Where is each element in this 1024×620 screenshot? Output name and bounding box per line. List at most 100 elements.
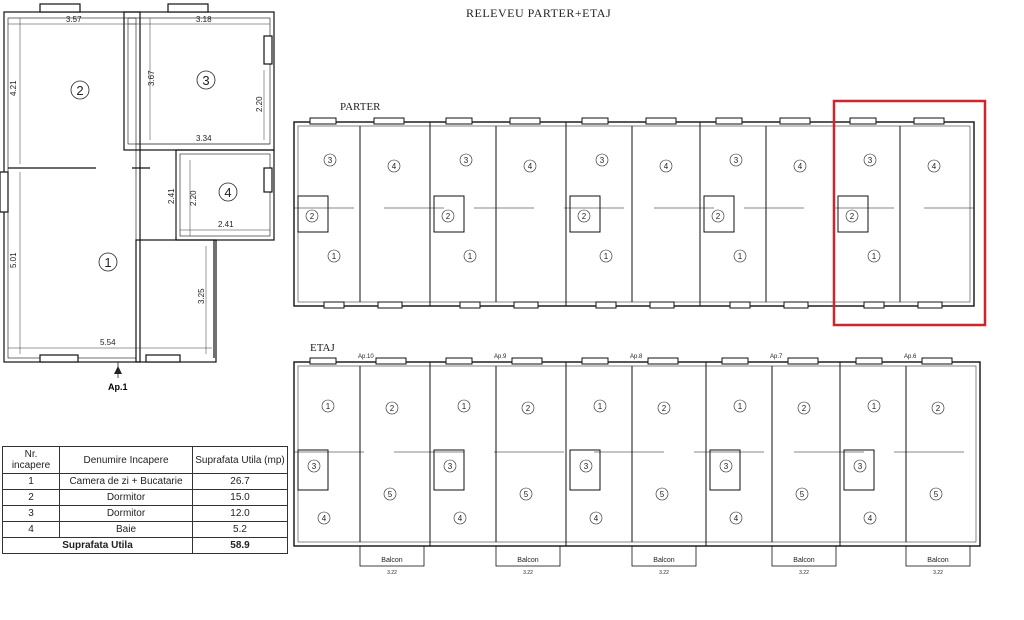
svg-text:3: 3 (328, 156, 333, 165)
table-row: 1 Camera de zi + Bucatarie 26.7 (2, 473, 288, 490)
parter-room-number: 4 (659, 159, 673, 173)
etaj-room-number: 1 (593, 399, 607, 413)
table-total-row: Suprafata Utila 58.9 (2, 537, 288, 554)
etaj-apartment-tag: Ap.9 (494, 354, 507, 360)
parter-room-number: 2 (441, 209, 455, 223)
balcony (771, 545, 837, 567)
svg-text:2: 2 (390, 404, 395, 413)
parter-room-number: 1 (733, 249, 747, 263)
balcony-dimension: 3.22 (933, 570, 943, 576)
svg-text:1: 1 (326, 402, 331, 411)
parter-room-number: 1 (599, 249, 613, 263)
svg-text:3: 3 (868, 156, 873, 165)
dim-left-room-height: 4.21 (9, 80, 18, 96)
parter-room-number: 3 (729, 153, 743, 167)
etaj-room-number: 4 (453, 511, 467, 525)
dim-mid-wall: 3.67 (147, 70, 156, 86)
svg-text:1: 1 (462, 402, 467, 411)
etaj-room-number: 1 (457, 399, 471, 413)
etaj-room-number: 1 (867, 399, 881, 413)
etaj-room-number: 3 (719, 459, 733, 473)
etaj-room-number: 4 (729, 511, 743, 525)
parter-room-number: 2 (305, 209, 319, 223)
parter-room-number: 4 (523, 159, 537, 173)
balcony-dimension: 3.22 (387, 570, 397, 576)
table-header-row: Nr. incapere Denumire Incapere Suprafata… (2, 446, 288, 474)
svg-text:2: 2 (716, 212, 721, 221)
room-number-2: 2 (76, 83, 83, 98)
dim-bath-inner: 2.20 (189, 190, 198, 206)
svg-text:5: 5 (524, 490, 529, 499)
balcony-dimension: 3.22 (659, 570, 669, 576)
etaj-room-number: 2 (931, 401, 945, 415)
etaj-label: ETAJ (310, 342, 335, 354)
rooms-table: Nr. incapere Denumire Incapere Suprafata… (2, 446, 288, 554)
svg-text:1: 1 (332, 252, 337, 261)
svg-text:2: 2 (446, 212, 451, 221)
balcony-dimension: 3.22 (523, 570, 533, 576)
svg-text:4: 4 (528, 162, 533, 171)
etaj-apartment-tag: Ap.6 (904, 354, 917, 360)
svg-text:4: 4 (458, 514, 463, 523)
parter-room-number: 3 (323, 153, 337, 167)
svg-text:4: 4 (734, 514, 739, 523)
etaj-room-number: 5 (929, 487, 943, 501)
svg-text:3: 3 (584, 462, 589, 471)
svg-text:1: 1 (598, 402, 603, 411)
parter-room-number: 3 (595, 153, 609, 167)
svg-text:2: 2 (850, 212, 855, 221)
dim-room3-bottom: 3.34 (196, 134, 212, 143)
balcony-dimension: 3.22 (799, 570, 809, 576)
etaj-room-number: 5 (519, 487, 533, 501)
svg-text:2: 2 (526, 404, 531, 413)
page-title: RELEVEU PARTER+ETAJ (466, 6, 612, 20)
dim-bottom-width: 5.54 (100, 338, 116, 347)
parter-room-number: 2 (577, 209, 591, 223)
parter-room-number: 1 (867, 249, 881, 263)
svg-text:5: 5 (800, 490, 805, 499)
parter-label: PARTER (340, 101, 381, 113)
entrance-arrow-icon (114, 362, 122, 378)
balcony-label: Balcon (793, 557, 815, 564)
balcony-label: Balcon (517, 557, 539, 564)
svg-text:2: 2 (802, 404, 807, 413)
svg-text:2: 2 (582, 212, 587, 221)
svg-text:4: 4 (932, 162, 937, 171)
etaj-room-number: 5 (383, 487, 397, 501)
etaj-room-number: 2 (385, 401, 399, 415)
dim-living-right: 3.25 (197, 288, 206, 304)
parter-room-number: 2 (711, 209, 725, 223)
svg-text:5: 5 (660, 490, 665, 499)
svg-text:4: 4 (664, 162, 669, 171)
svg-text:5: 5 (934, 490, 939, 499)
etaj-room-number: 3 (443, 459, 457, 473)
svg-text:3: 3 (858, 462, 863, 471)
svg-text:1: 1 (738, 252, 743, 261)
svg-text:1: 1 (872, 402, 877, 411)
etaj-room-number: 2 (657, 401, 671, 415)
svg-text:1: 1 (872, 252, 877, 261)
etaj-room-number: 3 (853, 459, 867, 473)
svg-text:3: 3 (600, 156, 605, 165)
table-row: 2 Dormitor 15.0 (2, 489, 288, 506)
svg-text:4: 4 (392, 162, 397, 171)
etaj-apartment-tag: Ap.8 (630, 354, 643, 360)
parter-room-number: 4 (387, 159, 401, 173)
apartment-floor-plan: 3.57 3.18 4.21 3.67 2.20 3.34 2.41 2.20 … (0, 3, 275, 392)
dim-top-left-width: 3.57 (66, 15, 82, 24)
etaj-room-number: 5 (655, 487, 669, 501)
etaj-apartment-tag: Ap.7 (770, 354, 783, 360)
svg-text:1: 1 (738, 402, 743, 411)
etaj-room-number: 2 (797, 401, 811, 415)
balcony-label: Balcon (927, 557, 949, 564)
etaj-room-number: 3 (307, 459, 321, 473)
svg-text:2: 2 (936, 404, 941, 413)
balcony (359, 545, 425, 567)
selected-apartment-highlight (832, 99, 987, 327)
dim-bath-width: 2.41 (218, 220, 234, 229)
header-name: Denumire Incapere (59, 446, 193, 474)
parter-plan (293, 117, 975, 309)
room-number-1: 1 (104, 255, 111, 270)
balcony (631, 545, 697, 567)
